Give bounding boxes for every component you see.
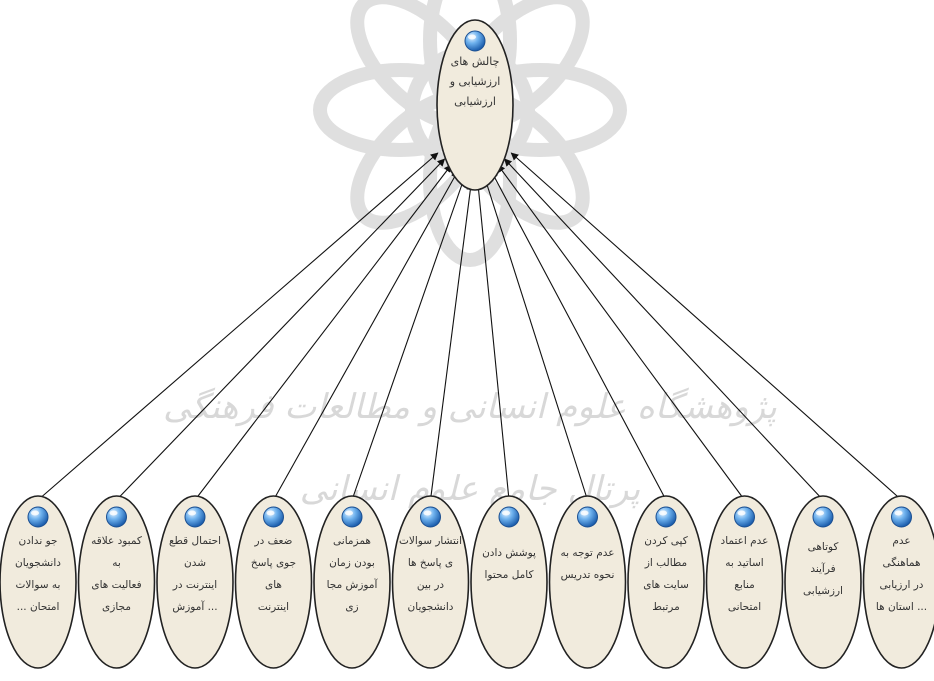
node-label-line: کوتاهی (808, 541, 839, 553)
node-label-line: به (112, 557, 121, 569)
node-label-line: در بین (417, 579, 444, 591)
node-label-line: کامل محتوا (484, 569, 533, 581)
node-label-line: بودن زمان (329, 557, 375, 569)
nodes-layer: چالش های ارزشیابی و ارزشیابی جو ندادن دانشجو… (0, 20, 934, 668)
node-label-line: مرتبط (652, 601, 679, 613)
node-label-line: دانشجویان (408, 601, 454, 613)
node-label-line: عدم توجه به (561, 547, 615, 559)
edge-arrow (498, 165, 745, 500)
child-node[interactable]: احتمال قطع شدن اینترنت در ... آموزش (157, 496, 233, 668)
node-label-line: همزمانی (333, 535, 371, 547)
sphere-icon (264, 507, 284, 527)
node-label-line: عدم (892, 535, 910, 547)
sphere-icon (656, 507, 676, 527)
node-label-line: ی پاسخ ها (408, 557, 453, 569)
node-label-line: ضعف در (254, 535, 293, 547)
node-label-line: زی (345, 601, 358, 613)
child-node[interactable]: کپی کردن مطالب از سایت های مرتبط (628, 496, 704, 668)
node-label-line: های (265, 579, 282, 591)
root-node[interactable]: چالش های ارزشیابی و ارزشیابی (437, 20, 513, 190)
node-label-line: امتحان ... (17, 601, 60, 613)
node-label-line: کمبود علاقه (91, 535, 142, 547)
child-node[interactable]: پوشش دادن کامل محتوا (471, 496, 547, 668)
node-label-line: به سوالات (16, 579, 61, 591)
node-label-line: جوی پاسخ (251, 557, 296, 569)
child-node[interactable]: کمبود علاقه به فعالیت های مجازی (79, 496, 155, 668)
node-label-line: ارزشیابی (454, 95, 496, 108)
node-label-line: هماهنگی (882, 556, 920, 569)
node-label-line: عدم اعتماد (721, 535, 769, 547)
edges-layer (38, 153, 902, 500)
sphere-icon (892, 507, 912, 527)
node-label-line: پوشش دادن (482, 547, 536, 559)
node-label-line: فعالیت های (91, 579, 141, 591)
node-label-line: انتشار سوالات (399, 535, 462, 547)
node-label-line: احتمال قطع (169, 535, 221, 547)
sphere-icon (28, 507, 48, 527)
child-node[interactable]: عدم اعتماد اساتید به منابع امتحانی (707, 496, 783, 668)
sphere-icon (813, 507, 833, 527)
node-label-line: کپی کردن (644, 535, 687, 547)
sphere-icon (499, 507, 519, 527)
node-label-line: ارزشیابی و (449, 75, 501, 88)
node-label-line: چالش های (451, 55, 500, 68)
child-node[interactable]: عدم هماهنگی در ارزیابی ... استان ها (864, 496, 934, 668)
node-label-line: اساتید به (725, 557, 763, 569)
node-label-line: جو ندادن (19, 535, 58, 547)
child-node[interactable]: کوتاهی فرآیند ارزشیابی (785, 496, 861, 668)
sphere-icon (578, 507, 598, 527)
edge-arrow (505, 159, 823, 500)
node-label-line: در ارزیابی (880, 579, 924, 591)
node-label-line: نحوه تدریس (561, 569, 615, 581)
node-label-line: دانشجویان (15, 557, 61, 569)
node-label-line: منابع (734, 579, 755, 591)
sphere-icon (421, 507, 441, 527)
node-label-line: اینترنت در (172, 579, 217, 591)
node-label-line: اینترنت (258, 601, 289, 613)
child-node[interactable]: عدم توجه به نحوه تدریس (550, 496, 626, 668)
edge-arrow (38, 153, 438, 500)
node-label-line: امتحانی (728, 601, 761, 613)
node-label-line: شدن (184, 557, 206, 569)
node-label-line: ... آموزش (172, 600, 217, 613)
node-label-line: مطالب از (644, 557, 687, 569)
sphere-icon (465, 31, 485, 51)
node-label-line: ارزشیابی (803, 585, 843, 597)
edge-arrow (195, 165, 451, 500)
node-label-line: فرآیند (810, 562, 835, 575)
child-node[interactable]: همزمانی بودن زمان آموزش مجا زی (314, 496, 390, 668)
sphere-icon (735, 507, 755, 527)
sphere-icon (342, 507, 362, 527)
node-label-line: ... استان ها (876, 601, 927, 613)
edge-arrow (117, 159, 445, 500)
child-node[interactable]: انتشار سوالات ی پاسخ ها در بین دانشجویان (393, 496, 469, 668)
node-label-line: مجازی (102, 601, 131, 613)
node-label-line: سایت های (643, 579, 689, 591)
sphere-icon (185, 507, 205, 527)
child-node[interactable]: ضعف در جوی پاسخ های اینترنت (236, 496, 312, 668)
sphere-icon (107, 507, 127, 527)
node-label-line: آموزش مجا (327, 578, 379, 591)
child-node[interactable]: جو ندادن دانشجویان به سوالات امتحان ... (0, 496, 76, 668)
